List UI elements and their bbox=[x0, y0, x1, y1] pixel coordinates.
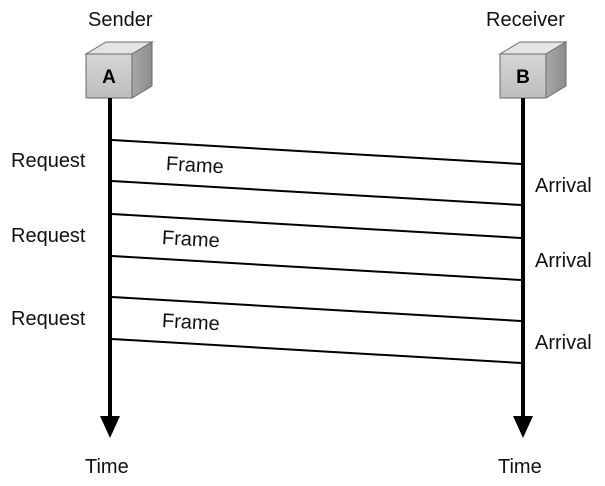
receiver-title: Receiver bbox=[486, 9, 565, 31]
frame-3-end-line bbox=[111, 338, 522, 364]
frame-1-arrival-label: Arrival bbox=[535, 175, 592, 197]
sender-axis-arrowhead bbox=[100, 416, 120, 438]
frame-2-arrival-label: Arrival bbox=[535, 250, 592, 272]
frame-2-start-line bbox=[111, 213, 522, 239]
receiver-axis-arrowhead bbox=[513, 416, 533, 438]
frame-3-request-label: Request bbox=[11, 308, 86, 330]
frame-3-arrival-label: Arrival bbox=[535, 332, 592, 354]
frame-2-frame-label: Frame bbox=[161, 227, 221, 253]
sender-box-front bbox=[85, 53, 133, 99]
frame-1-request-label: Request bbox=[11, 150, 86, 172]
receiver-node-label: B bbox=[516, 67, 530, 88]
sender-node-box: A bbox=[84, 41, 154, 99]
frame-1-frame-label: Frame bbox=[165, 153, 225, 179]
frame-1-end-line bbox=[111, 180, 522, 206]
frame-3-start-line bbox=[111, 296, 522, 322]
frame-1-start-line bbox=[111, 139, 522, 165]
sender-node-label: A bbox=[102, 67, 116, 88]
sender-title: Sender bbox=[88, 9, 153, 31]
frame-2-end-line bbox=[111, 255, 522, 281]
receiver-node-box: B bbox=[498, 41, 568, 99]
receiver-box-front bbox=[499, 53, 547, 99]
frame-3-frame-label: Frame bbox=[161, 310, 221, 336]
frame-2-request-label: Request bbox=[11, 225, 86, 247]
receiver-time-label: Time bbox=[498, 456, 542, 478]
sender-time-label: Time bbox=[85, 456, 129, 478]
